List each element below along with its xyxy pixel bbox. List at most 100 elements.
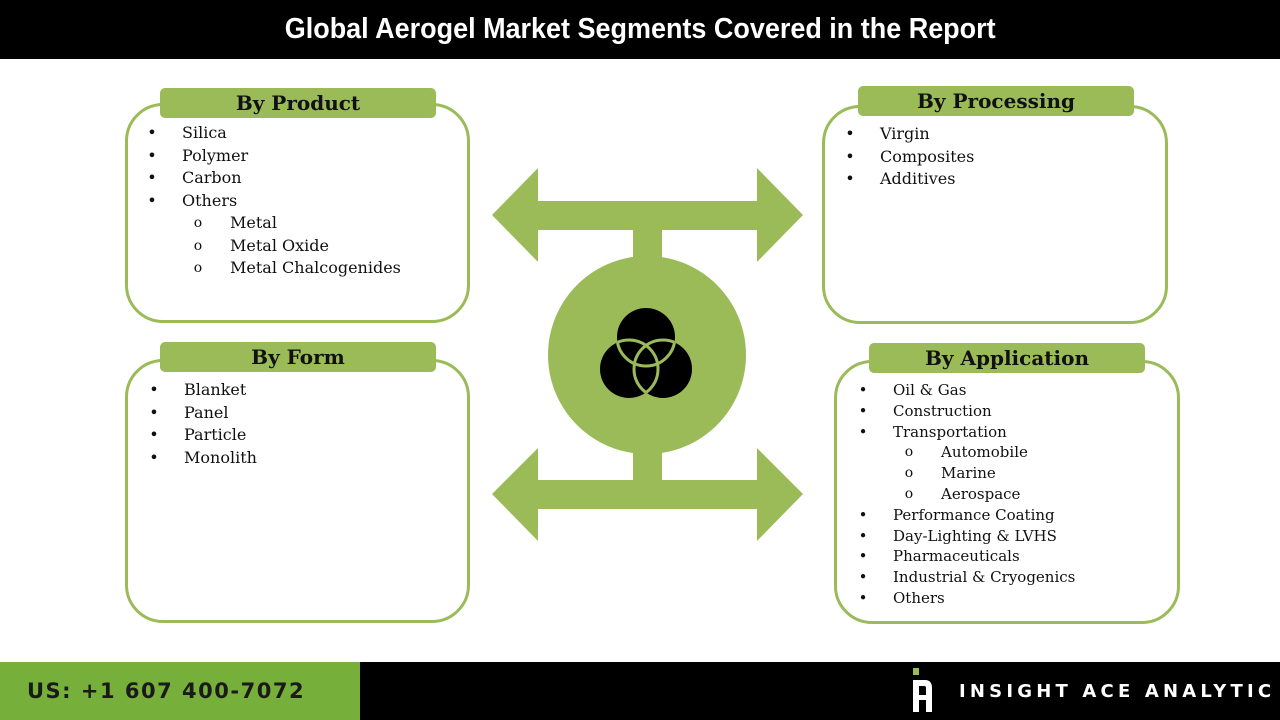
list-item-label: Panel [184,402,229,422]
brand-name: INSIGHT ACE ANALYTIC [959,681,1276,702]
bullet-icon: • [845,124,855,143]
list-item-label: Day-Lighting & LVHS [893,526,1057,545]
phone-number[interactable]: US: +1 607 400-7072 [27,679,306,703]
segment-title: By Application [924,346,1090,370]
list-item-label: Blanket [184,380,247,399]
list-item-label: Pharmaceuticals [893,547,1020,566]
list-item-label: Industrial & Cryogenics [893,568,1076,587]
segment-list-form: • Blanket • Panel • Particle • Monolith [148,379,257,469]
list-item: • Virgin [844,123,974,146]
bullet-icon: • [845,146,855,166]
double-arrow-top-icon [492,168,803,268]
list-item: • Transportation [857,422,1075,443]
bullet-icon: • [858,568,868,587]
list-item-label: Monolith [184,447,257,467]
page-title: Global Aerogel Market Segments Covered i… [284,13,996,45]
bullet-icon: • [149,425,159,444]
segment-title: By Processing [917,89,1075,113]
bullet-icon: • [149,402,159,422]
segment-box-form [125,359,470,623]
bullet-icon: • [845,169,855,188]
list-item-label: Metal Chalcogenides [230,258,401,277]
hollow-bullet-icon: o [904,444,914,461]
bullet-icon: • [149,447,159,467]
list-item: • Others [857,588,1075,609]
hollow-bullet-icon: o [193,237,203,254]
list-item-label: Silica [182,123,227,142]
center-arrows-graphic [492,168,803,541]
bullet-icon: • [149,380,159,399]
bullet-icon: • [147,123,157,142]
sub-list-item: o Marine [857,463,1075,484]
list-item: • Silica [146,122,401,145]
list-item-label: Additives [880,169,956,188]
list-item-label: Others [893,588,945,607]
sub-list-item: o Aerospace [857,484,1075,505]
list-item-label: Metal [230,213,277,232]
segment-box-processing [822,105,1168,324]
double-arrow-bottom-icon [492,440,803,541]
list-item-label: Performance Coating [893,505,1055,524]
sub-list-item: o Metal Oxide [146,235,401,258]
segment-header-form: By Form [160,342,436,372]
list-item-label: Metal Oxide [230,235,329,255]
hollow-bullet-icon: o [193,260,203,276]
segment-header-application: By Application [869,343,1145,373]
venn-three-circles-icon [600,308,692,398]
hollow-bullet-icon: o [904,485,914,502]
hollow-bullet-icon: o [193,215,203,231]
bullet-icon: • [858,588,868,607]
list-item-label: Virgin [880,124,930,143]
list-item-label: Aerospace [941,484,1021,503]
segment-title: By Product [235,91,361,115]
bullet-icon: • [858,505,868,524]
list-item: • Pharmaceuticals [857,546,1075,567]
list-item: • Carbon [146,167,401,190]
hollow-bullet-icon: o [904,465,914,482]
segment-header-product: By Product [160,88,436,118]
list-item: • Composites [844,146,974,169]
list-item: • Panel [148,402,257,425]
bullet-icon: • [858,381,868,399]
bullet-icon: • [858,526,868,545]
list-item-label: Carbon [182,168,242,187]
list-item-label: Transportation [893,422,1007,441]
list-item-label: Composites [880,146,975,166]
bullet-icon: • [147,145,157,165]
segment-list-processing: • Virgin • Composites • Additives [844,123,974,191]
list-item: • Polymer [146,145,401,168]
bullet-icon: • [858,547,868,566]
list-item-label: Others [182,190,238,210]
sub-list-item: o Metal [146,212,401,235]
list-item: • Blanket [148,379,257,402]
list-item: • Others [146,190,401,213]
bullet-icon: • [147,190,157,210]
list-item-label: Oil & Gas [893,381,967,399]
footer-brand-bar: INSIGHT ACE ANALYTIC [360,662,1280,720]
list-item: • Particle [148,424,257,447]
list-item-label: Marine [941,464,996,483]
list-item: • Oil & Gas [857,380,1075,401]
segment-box-application [834,360,1180,624]
bullet-icon: • [147,168,157,187]
title-bar: Global Aerogel Market Segments Covered i… [0,0,1280,59]
segment-title: By Form [251,345,345,369]
list-item-label: Construction [893,401,992,420]
list-item: • Construction [857,401,1075,422]
list-item: • Day-Lighting & LVHS [857,526,1075,547]
list-item: • Performance Coating [857,505,1075,526]
segment-header-processing: By Processing [858,86,1134,116]
list-item: • Monolith [148,447,257,470]
list-item: • Additives [844,168,974,191]
list-item: • Industrial & Cryogenics [857,567,1076,588]
footer-contact: US: +1 607 400-7072 [0,662,360,720]
insight-ace-logo-icon [913,668,932,712]
bullet-icon: • [858,401,868,420]
list-item-label: Particle [184,425,247,444]
bullet-icon: • [858,422,868,441]
list-item-label: Polymer [182,145,249,165]
sub-list-item: o Metal Chalcogenides [146,257,401,280]
